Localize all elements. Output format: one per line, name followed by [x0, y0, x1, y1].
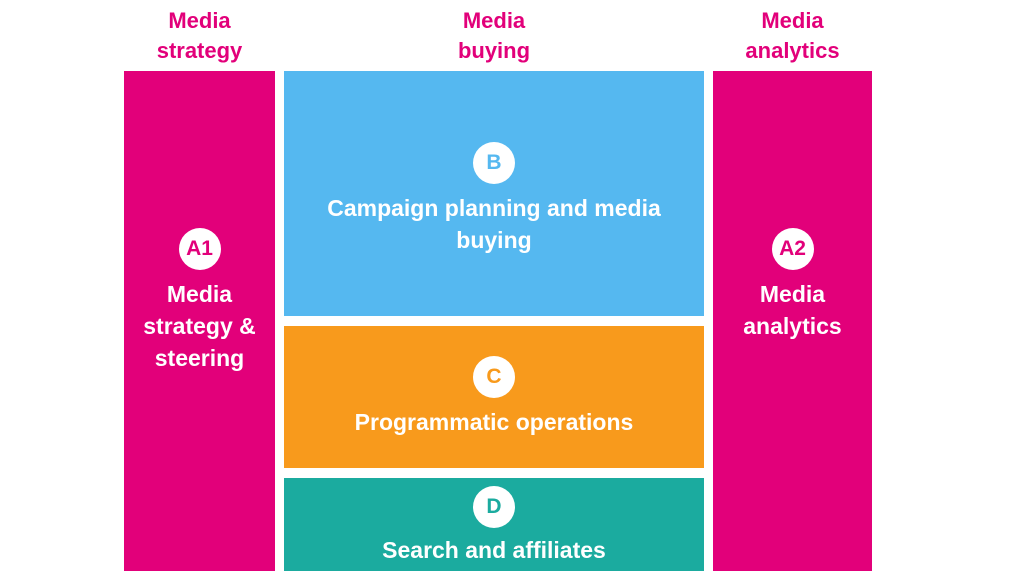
block-d-label: Search and affiliates [382, 536, 606, 563]
block-b-label-line1: Campaign planning and media [327, 195, 661, 221]
header-media-strategy-line1: Media [168, 8, 231, 33]
block-b-campaign-planning: B Campaign planning and media buying [284, 71, 704, 316]
block-a1-media-strategy: A1 Media strategy & steering [124, 71, 275, 571]
block-a2-media-analytics: A2 Media analytics [713, 71, 872, 571]
block-a1-label-line3: steering [154, 345, 245, 371]
badge-a2: A2 [771, 228, 814, 270]
block-b-label-line2: buying [456, 227, 532, 253]
block-a2-label: Media analytics [743, 278, 841, 342]
block-c-label: Programmatic operations [354, 409, 634, 435]
header-media-strategy: Media strategy [124, 6, 275, 64]
block-a1-label-line1: Media [166, 281, 233, 307]
header-media-strategy-line2: strategy [156, 38, 243, 63]
block-a1-label: Media strategy & steering [143, 278, 255, 374]
badge-a1: A1 [178, 228, 221, 270]
header-media-buying: Media buying [284, 6, 704, 64]
block-a1-label-line2: strategy & [143, 313, 256, 339]
header-media-analytics-line1: Media [761, 8, 824, 33]
block-d-search-affiliates: D Search and affiliates [284, 478, 704, 571]
badge-b: B [473, 142, 515, 184]
block-b-label: Campaign planning and media buying [327, 192, 661, 256]
badge-d: D [473, 485, 515, 528]
badge-c: C [473, 356, 515, 398]
header-media-buying-line2: buying [457, 38, 531, 63]
header-media-analytics-line2: analytics [745, 38, 840, 63]
header-media-analytics: Media analytics [713, 6, 872, 64]
block-a2-label-line2: analytics [743, 313, 842, 339]
header-media-buying-line1: Media [462, 8, 526, 33]
block-c-programmatic-operations: C Programmatic operations [284, 326, 704, 468]
block-a2-label-line1: Media [759, 281, 826, 307]
